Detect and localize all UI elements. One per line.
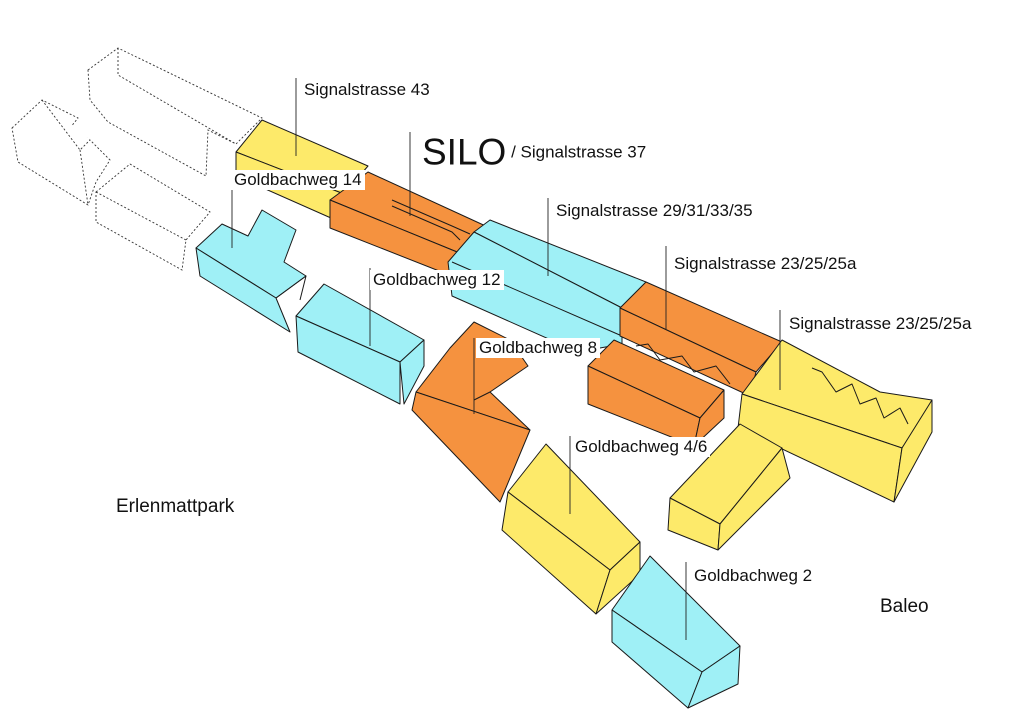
label-signalstrasse-43: Signalstrasse 43 xyxy=(304,80,430,99)
label-silo-subtitle: / Signalstrasse 37 xyxy=(511,142,647,162)
place-baleo: Baleo xyxy=(880,596,929,617)
label-goldbachweg-12: Goldbachweg 12 xyxy=(370,270,504,290)
context-buildings xyxy=(11,47,263,271)
building-goldbachweg-14 xyxy=(195,209,307,333)
label-signalstrasse-29-35: Signalstrasse 29/31/33/35 xyxy=(556,201,753,220)
label-silo: SILO / Signalstrasse 37 xyxy=(422,130,646,175)
label-goldbachweg-4-6: Goldbachweg 4/6 xyxy=(572,437,711,457)
label-goldbachweg-2: Goldbachweg 2 xyxy=(694,566,813,585)
label-silo-title: SILO xyxy=(422,131,507,173)
label-goldbachweg-14: Goldbachweg 14 xyxy=(231,170,365,190)
leader-lines xyxy=(231,78,781,640)
label-goldbachweg-8: Goldbachweg 8 xyxy=(476,338,601,358)
ghost-l-block xyxy=(11,99,111,206)
place-erlenmattpark: Erlenmattpark xyxy=(116,496,235,517)
building-goldbachweg-12 xyxy=(295,283,425,405)
ghost-rect-block xyxy=(95,163,211,271)
building-goldbachweg-2 xyxy=(611,555,741,709)
label-signalstrasse-23-a: Signalstrasse 23/25/25a xyxy=(674,254,857,273)
label-signalstrasse-23-b: Signalstrasse 23/25/25a xyxy=(789,314,972,333)
building-signalstrasse-23-yellow xyxy=(737,339,933,503)
building-goldbachweg-4-6 xyxy=(501,423,791,615)
